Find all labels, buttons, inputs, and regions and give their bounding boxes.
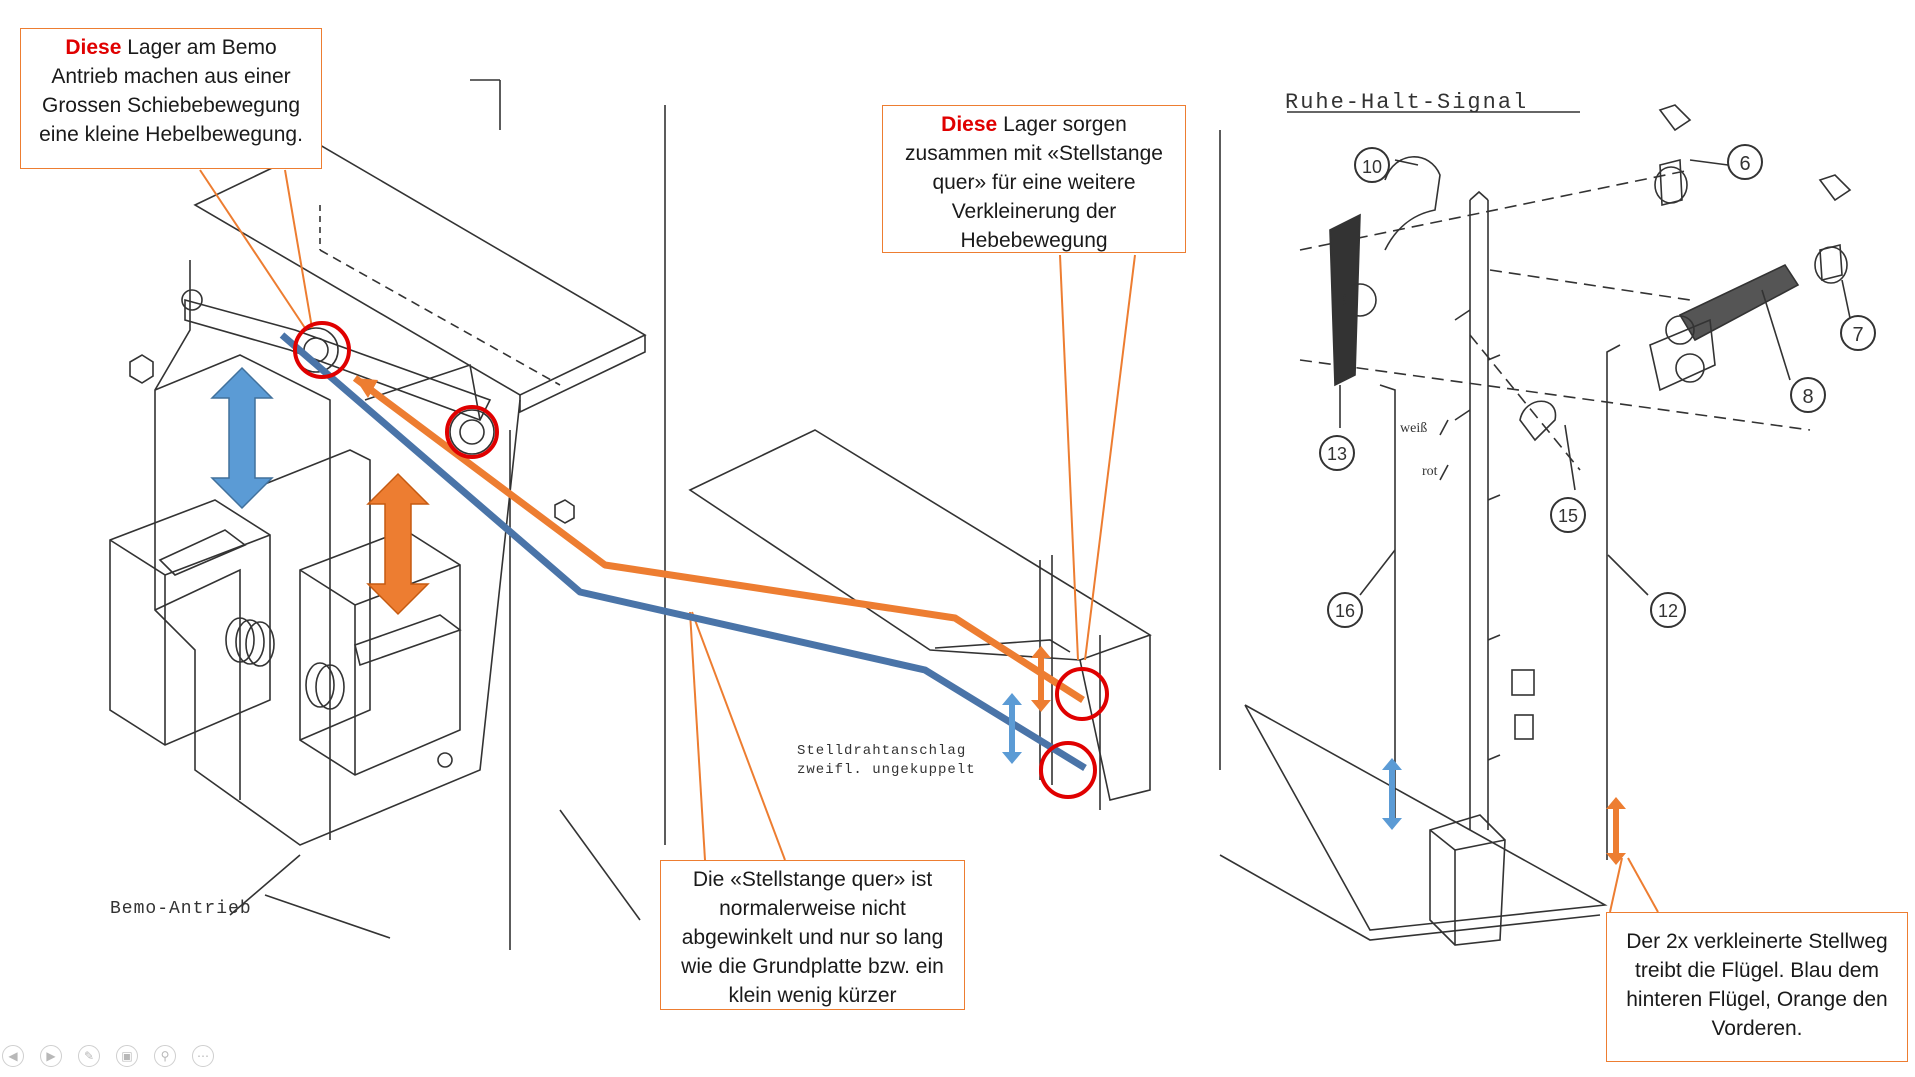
blue-stellstange (279, 332, 1087, 771)
stelldraht-label-1: Stelldrahtanschlag (797, 743, 966, 759)
part-number-16: 16 (1327, 592, 1363, 628)
forward-icon[interactable]: ▶ (40, 1045, 62, 1067)
bearing-highlight-1 (293, 321, 351, 379)
back-icon[interactable]: ◀ (2, 1045, 24, 1067)
orange-big-arrow (366, 472, 430, 616)
blue-small-arrow-right (1382, 758, 1402, 830)
part-number-7: 7 (1840, 315, 1876, 351)
callout-top-left-text: Lager am Bemo Antrieb machen aus einer G… (39, 36, 303, 146)
stelldraht-label-2: zweifl. ungekuppelt (797, 762, 976, 778)
blue-big-arrow (210, 366, 274, 510)
bearing-highlight-2 (445, 405, 499, 459)
orange-stellstange (352, 375, 1085, 703)
callout-bottom-middle: Die «Stellstange quer» ist normalerweise… (660, 860, 965, 1010)
callout-bottom-middle-text: Die «Stellstange quer» ist normalerweise… (681, 868, 944, 1007)
part-number-10: 10 (1354, 147, 1390, 183)
part-number-8: 8 (1790, 377, 1826, 413)
callout-top-left-emphasis: Diese (65, 36, 122, 59)
more-icon[interactable]: ⋯ (192, 1045, 214, 1067)
svg-text:7: 7 (1852, 324, 1863, 346)
svg-text:12: 12 (1658, 601, 1678, 621)
svg-text:13: 13 (1327, 444, 1347, 464)
callout-bottom-right-text: Der 2x verkleinerte Stellweg treibt die … (1626, 930, 1888, 1040)
rot-label: rot (1422, 464, 1438, 479)
bearing-highlight-3 (1055, 667, 1109, 721)
callout-leader-lines (199, 169, 1659, 913)
svg-text:8: 8 (1802, 386, 1813, 408)
part-number-15: 15 (1550, 497, 1586, 533)
svg-text:6: 6 (1739, 153, 1750, 175)
callout-top-middle: Diese Lager sorgen zusammen mit «Stellst… (882, 105, 1186, 253)
bearing-highlight-4 (1039, 741, 1097, 799)
signal-drawing (1219, 104, 1852, 946)
zoom-icon[interactable]: ⚲ (154, 1045, 176, 1067)
svg-text:16: 16 (1335, 601, 1355, 621)
signal-title: Ruhe-Halt-Signal (1285, 90, 1528, 115)
bemo-antrieb-label: Bemo-Antrieb (110, 899, 252, 919)
svg-text:10: 10 (1362, 157, 1382, 177)
pen-icon[interactable]: ✎ (78, 1045, 100, 1067)
callout-top-left: Diese Lager am Bemo Antrieb machen aus e… (20, 28, 322, 169)
blue-small-arrow-middle (1002, 693, 1022, 764)
part-number-12: 12 (1650, 592, 1686, 628)
slides-icon[interactable]: ▣ (116, 1045, 138, 1067)
part-number-6: 6 (1727, 144, 1763, 180)
orange-stellstange-tip (355, 378, 378, 398)
callout-bottom-right: Der 2x verkleinerte Stellweg treibt die … (1606, 912, 1908, 1062)
svg-text:15: 15 (1558, 506, 1578, 526)
orange-small-arrow-right (1606, 797, 1626, 865)
orange-small-arrow-middle (1031, 646, 1051, 712)
weiss-label: weiß (1400, 421, 1427, 436)
callout-top-middle-text: Lager sorgen zusammen mit «Stellstange q… (905, 113, 1163, 252)
part-number-13: 13 (1319, 435, 1355, 471)
callout-top-middle-emphasis: Diese (941, 113, 998, 136)
